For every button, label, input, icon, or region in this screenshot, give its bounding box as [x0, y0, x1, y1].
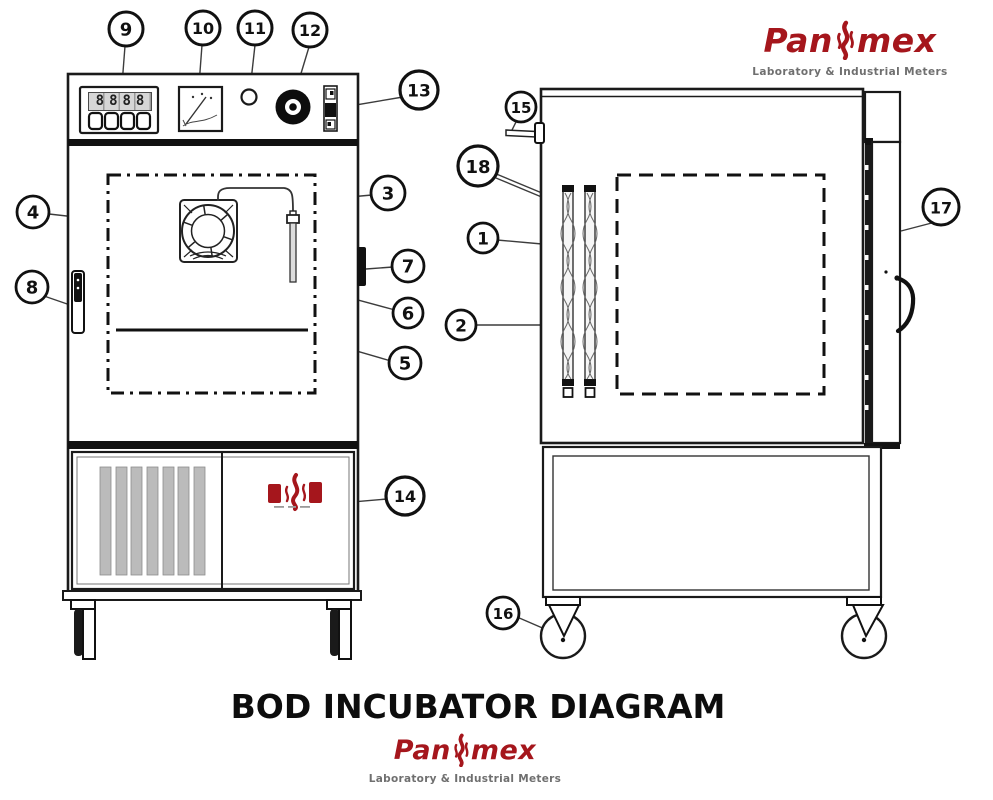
brand-tagline: Laboratory & Industrial Meters [368, 773, 562, 785]
page-title: BOD INCUBATOR DIAGRAM [230, 687, 726, 726]
inner-chamber-front [106, 173, 317, 395]
inner-chamber-side [615, 173, 826, 396]
temperature-probe [286, 210, 300, 283]
caster-wheel-right [840, 596, 888, 660]
svg-text:18: 18 [465, 157, 490, 178]
callout-15: 15 [504, 90, 538, 124]
door-handle-icon [357, 247, 366, 286]
svg-text:5: 5 [399, 354, 412, 375]
flame-icon [450, 733, 472, 772]
power-switch [323, 85, 338, 132]
svg-text:15: 15 [511, 99, 532, 117]
svg-text:11: 11 [244, 19, 266, 38]
svg-text:14: 14 [394, 487, 416, 506]
callout-9: 9 [107, 10, 145, 48]
svg-text:1: 1 [477, 230, 489, 250]
side-view [505, 87, 916, 660]
temperature-display: 8888 [88, 92, 152, 111]
callout-11: 11 [236, 9, 274, 47]
control-knob [275, 89, 311, 125]
brand-logo-top: Pan mex Laboratory & Industrial Meters [738, 20, 962, 78]
lower-compartment-front [70, 450, 356, 591]
callout-7: 7 [390, 248, 426, 284]
svg-text:2: 2 [455, 317, 467, 337]
callout-3: 3 [369, 174, 407, 212]
leg-left-front [70, 599, 96, 660]
controller-button [135, 111, 152, 131]
vent-grille [99, 466, 206, 576]
callout-8: 8 [14, 269, 50, 305]
brand-name-suffix: mex [856, 21, 937, 60]
callouts: 9 10 11 12 13 3 4 7 [14, 9, 961, 631]
svg-text:10: 10 [192, 19, 214, 38]
svg-text:16: 16 [493, 605, 514, 623]
indicator-lamp [240, 88, 258, 106]
svg-text:12: 12 [299, 21, 321, 40]
callout-14: 14 [384, 475, 426, 517]
caster-wheel-left [539, 596, 587, 660]
svg-text:3: 3 [382, 184, 395, 205]
callout-10: 10 [184, 9, 222, 47]
callout-16: 16 [485, 595, 521, 631]
brand-logo-bottom: Pan mex Laboratory & Industrial Meters [353, 733, 577, 785]
front-view [62, 72, 366, 660]
lower-compartment-side [541, 445, 883, 599]
controller-button [119, 111, 136, 131]
brand-emblem [268, 473, 322, 511]
brand-name: Pan mex [738, 20, 962, 65]
brand-name: Pan mex [353, 733, 577, 772]
svg-text:9: 9 [120, 20, 133, 41]
base-plate-front [62, 590, 362, 601]
callout-4: 4 [15, 194, 51, 230]
callout-5: 5 [387, 345, 423, 381]
heater-coil-icon [560, 185, 576, 398]
leg-right-front [326, 599, 352, 660]
brand-name-prefix: Pan [393, 735, 451, 766]
panel-separator [68, 139, 358, 146]
controller-button [87, 111, 104, 131]
svg-text:6: 6 [402, 304, 415, 325]
flame-icon [832, 20, 858, 65]
brand-name-prefix: Pan [763, 21, 833, 60]
brand-tagline: Laboratory & Industrial Meters [752, 66, 948, 78]
brand-name-suffix: mex [470, 735, 537, 766]
svg-text:7: 7 [402, 257, 415, 278]
svg-text:4: 4 [27, 203, 40, 224]
sensor-wire [217, 187, 294, 213]
door-bottom-band [68, 441, 358, 449]
callout-18: 18 [456, 144, 500, 188]
callout-12: 12 [291, 11, 329, 49]
callout-13: 13 [398, 69, 440, 111]
callout-6: 6 [391, 296, 425, 330]
svg-text:13: 13 [407, 82, 431, 102]
hinge-icon [71, 270, 85, 334]
side-door [863, 90, 916, 449]
analog-meter [177, 85, 224, 133]
controller-button [103, 111, 120, 131]
access-port [505, 122, 545, 144]
heater-coil-icon [582, 185, 598, 398]
svg-text:17: 17 [930, 199, 952, 218]
fan-icon [179, 199, 238, 263]
callout-1: 1 [466, 221, 500, 255]
callout-17: 17 [921, 187, 961, 227]
side-door-handle-icon [894, 275, 916, 334]
callout-2: 2 [444, 308, 478, 342]
svg-text:8: 8 [26, 278, 39, 299]
